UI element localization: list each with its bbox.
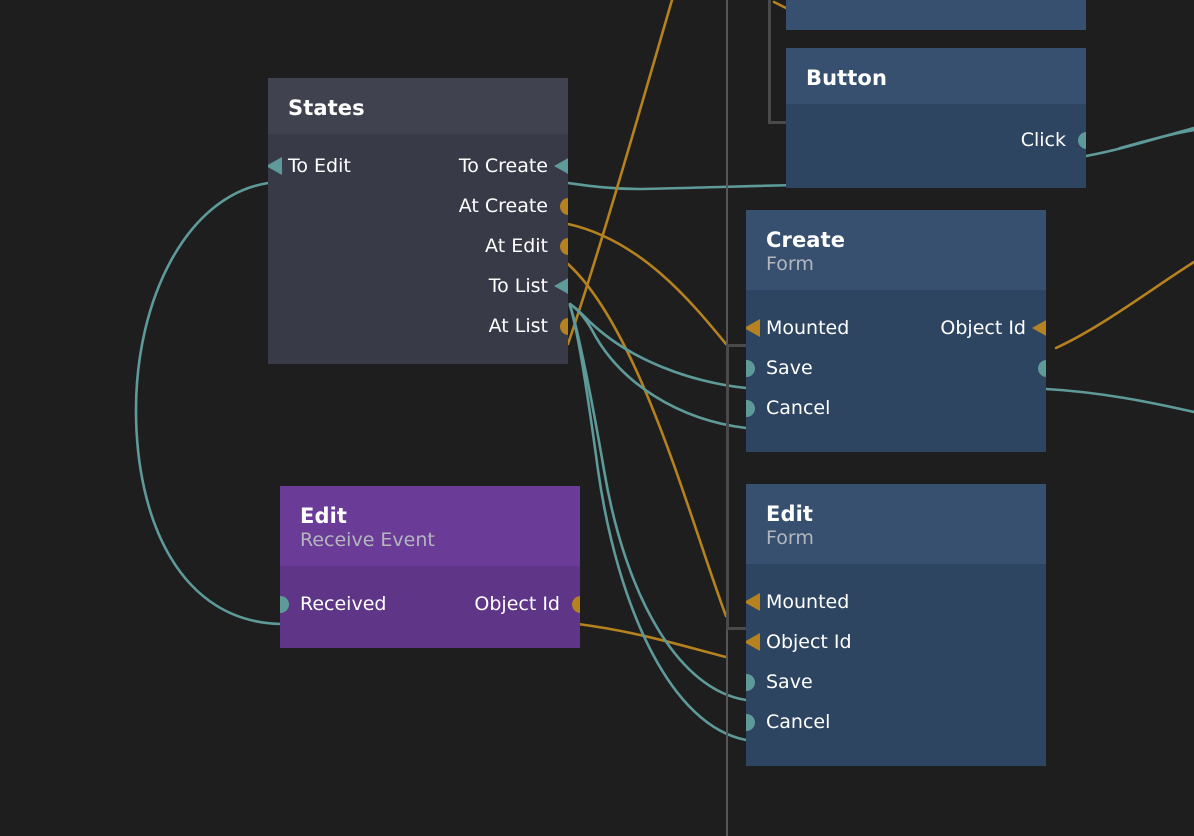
port-label-create-objectid: Object Id bbox=[940, 316, 1026, 339]
port-dot-create-save-icon[interactable] bbox=[746, 359, 755, 377]
wire-create-save-to-list bbox=[568, 302, 748, 390]
port-label-at-create: At Create bbox=[458, 194, 548, 217]
port-arrow-in-to-list-icon[interactable] bbox=[554, 277, 568, 296]
node-create-form-header[interactable]: Create Form bbox=[746, 210, 1046, 291]
node-edit-receive-event-body: Received Object Id bbox=[280, 566, 580, 649]
port-row-to-edit-to-create[interactable]: To Edit To Create bbox=[268, 146, 568, 186]
port-label-edit-mounted: Mounted bbox=[766, 590, 850, 613]
port-arrow-in-to-edit-icon[interactable] bbox=[268, 157, 282, 176]
port-label-at-edit: At Edit bbox=[485, 234, 548, 257]
wire-create-cancel-to-list bbox=[568, 302, 748, 430]
port-arrow-in-mounted-icon[interactable] bbox=[746, 319, 760, 338]
node-edit-receive-event-subtitle: Receive Event bbox=[300, 529, 435, 552]
node-create-form-body: Mounted Object Id Save Cancel bbox=[746, 290, 1046, 453]
port-dot-create-objectid-out-icon[interactable] bbox=[1037, 359, 1046, 377]
node-create-form[interactable]: Create Form Mounted Object Id Save Cance… bbox=[746, 210, 1046, 453]
wire-at-list-up bbox=[566, 0, 674, 346]
node-button[interactable]: Button Click bbox=[786, 48, 1086, 189]
port-row-at-edit[interactable]: At Edit bbox=[268, 226, 568, 266]
wire-at-create-to-create-mounted bbox=[566, 222, 728, 346]
vertical-guide-line bbox=[726, 0, 728, 836]
node-states-body: To Edit To Create At Create At Edit To L… bbox=[268, 134, 568, 365]
port-label-create-mounted: Mounted bbox=[766, 316, 850, 339]
node-edit-receive-event[interactable]: Edit Receive Event Received Object Id bbox=[280, 486, 580, 649]
port-dot-at-list-icon[interactable] bbox=[559, 317, 568, 335]
port-dot-received-icon[interactable] bbox=[280, 595, 289, 613]
port-label-to-create: To Create bbox=[458, 154, 548, 177]
port-row-at-list[interactable]: At List bbox=[268, 306, 568, 346]
port-arrow-in-edit-objectid-icon[interactable] bbox=[746, 633, 760, 652]
port-row-click[interactable]: Click bbox=[786, 120, 1086, 160]
node-button-body: Click bbox=[786, 104, 1086, 189]
port-label-received: Received bbox=[300, 592, 387, 615]
node-partial-above-button[interactable] bbox=[786, 0, 1086, 30]
port-dot-create-cancel-icon[interactable] bbox=[746, 399, 755, 417]
port-label-edit-save: Save bbox=[766, 670, 813, 693]
port-row-create-mounted-objectid[interactable]: Mounted Object Id bbox=[746, 308, 1046, 348]
port-dot-click-icon[interactable] bbox=[1077, 131, 1086, 149]
node-edit-form-title: Edit bbox=[766, 502, 814, 526]
port-arrow-in-objectid-icon[interactable] bbox=[1032, 319, 1046, 338]
port-row-edit-objectid[interactable]: Object Id bbox=[746, 622, 1046, 662]
port-row-at-create[interactable]: At Create bbox=[268, 186, 568, 226]
node-partial-header bbox=[786, 0, 1086, 30]
port-label-edit-cancel: Cancel bbox=[766, 710, 831, 733]
node-button-title: Button bbox=[806, 66, 888, 90]
port-row-edit-cancel[interactable]: Cancel bbox=[746, 702, 1046, 742]
port-dot-at-create-icon[interactable] bbox=[559, 197, 568, 215]
node-edit-form-body: Mounted Object Id Save Cancel bbox=[746, 564, 1046, 767]
port-row-received-objectid[interactable]: Received Object Id bbox=[280, 584, 580, 624]
node-edit-receive-event-header[interactable]: Edit Receive Event bbox=[280, 486, 580, 567]
node-edit-form[interactable]: Edit Form Mounted Object Id Save Cancel bbox=[746, 484, 1046, 767]
node-states-header[interactable]: States bbox=[268, 78, 568, 135]
port-label-event-objectid: Object Id bbox=[474, 592, 560, 615]
wire-received-to-edit bbox=[134, 181, 283, 626]
node-edit-receive-event-title: Edit bbox=[300, 504, 348, 528]
port-label-click: Click bbox=[1020, 128, 1066, 151]
wire-edit-save-to-list bbox=[568, 303, 748, 702]
wire-click-right-b bbox=[1118, 128, 1194, 150]
node-edit-form-header[interactable]: Edit Form bbox=[746, 484, 1046, 565]
port-label-create-cancel: Cancel bbox=[766, 396, 831, 419]
group-bracket-lower bbox=[726, 344, 748, 630]
wire-click-right-a bbox=[1084, 126, 1194, 158]
wire-right-to-create-objectid bbox=[1054, 260, 1194, 350]
node-states[interactable]: States To Edit To Create At Create At Ed… bbox=[268, 78, 568, 365]
node-create-form-title: Create bbox=[766, 228, 846, 252]
port-arrow-in-to-create-icon[interactable] bbox=[554, 157, 568, 176]
port-dot-at-edit-icon[interactable] bbox=[559, 237, 568, 255]
port-label-create-save: Save bbox=[766, 356, 813, 379]
wire-edit-cancel-to-list bbox=[568, 304, 748, 742]
wire-at-edit-to-edit-mounted bbox=[566, 262, 728, 618]
port-label-to-list: To List bbox=[488, 274, 548, 297]
port-row-to-list[interactable]: To List bbox=[268, 266, 568, 306]
port-row-create-save[interactable]: Save bbox=[746, 348, 1046, 388]
port-label-at-list: At List bbox=[488, 314, 548, 337]
wire-orange-top-stub bbox=[772, 0, 788, 10]
port-arrow-in-edit-mounted-icon[interactable] bbox=[746, 593, 760, 612]
wire-create-objectid-out bbox=[1044, 387, 1194, 414]
node-states-title: States bbox=[288, 96, 365, 120]
port-label-to-edit: To Edit bbox=[288, 154, 351, 177]
node-edit-form-subtitle: Form bbox=[766, 527, 814, 550]
port-dot-edit-cancel-icon[interactable] bbox=[746, 713, 755, 731]
port-row-create-cancel[interactable]: Cancel bbox=[746, 388, 1046, 428]
node-button-header[interactable]: Button bbox=[786, 48, 1086, 105]
port-row-edit-mounted[interactable]: Mounted bbox=[746, 582, 1046, 622]
port-dot-edit-save-icon[interactable] bbox=[746, 673, 755, 691]
node-create-form-subtitle: Form bbox=[766, 253, 814, 276]
port-label-edit-objectid: Object Id bbox=[766, 630, 852, 653]
port-row-edit-save[interactable]: Save bbox=[746, 662, 1046, 702]
port-dot-event-objectid-icon[interactable] bbox=[571, 595, 580, 613]
wire-object-id-to-edit-form bbox=[576, 622, 728, 659]
